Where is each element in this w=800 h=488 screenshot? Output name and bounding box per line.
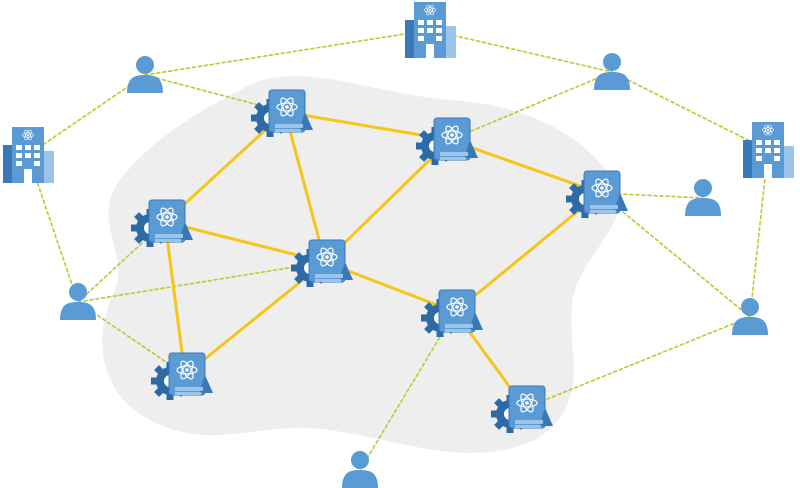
dashed-link-server-4-user-4 <box>599 192 704 199</box>
office-building-icon <box>3 127 54 183</box>
dashed-link-user-5-server-8 <box>524 316 751 409</box>
dashed-link-user-1-building-top <box>144 29 431 76</box>
user-icon <box>342 451 378 488</box>
dashed-link-user-2-server-2 <box>449 71 613 141</box>
dashed-link-user-2-building-right <box>611 71 769 151</box>
office-building-icon <box>405 2 456 58</box>
dashed-link-server-7-user-6 <box>359 311 456 471</box>
dashed-links <box>27 29 769 471</box>
dashed-link-server-4-user-5 <box>599 192 751 318</box>
dashed-link-building-top-user-2 <box>429 29 613 73</box>
dashed-link-user-1-building-left <box>27 74 146 156</box>
office-building-icon <box>743 122 794 178</box>
solid-link-server-3-server-6 <box>163 220 187 377</box>
solid-link-server-2-server-5 <box>323 138 452 264</box>
dashed-link-building-right-user-5 <box>749 149 769 318</box>
dashed-link-user-3-server-5 <box>77 261 326 303</box>
solid-link-server-1-server-5 <box>283 110 327 264</box>
